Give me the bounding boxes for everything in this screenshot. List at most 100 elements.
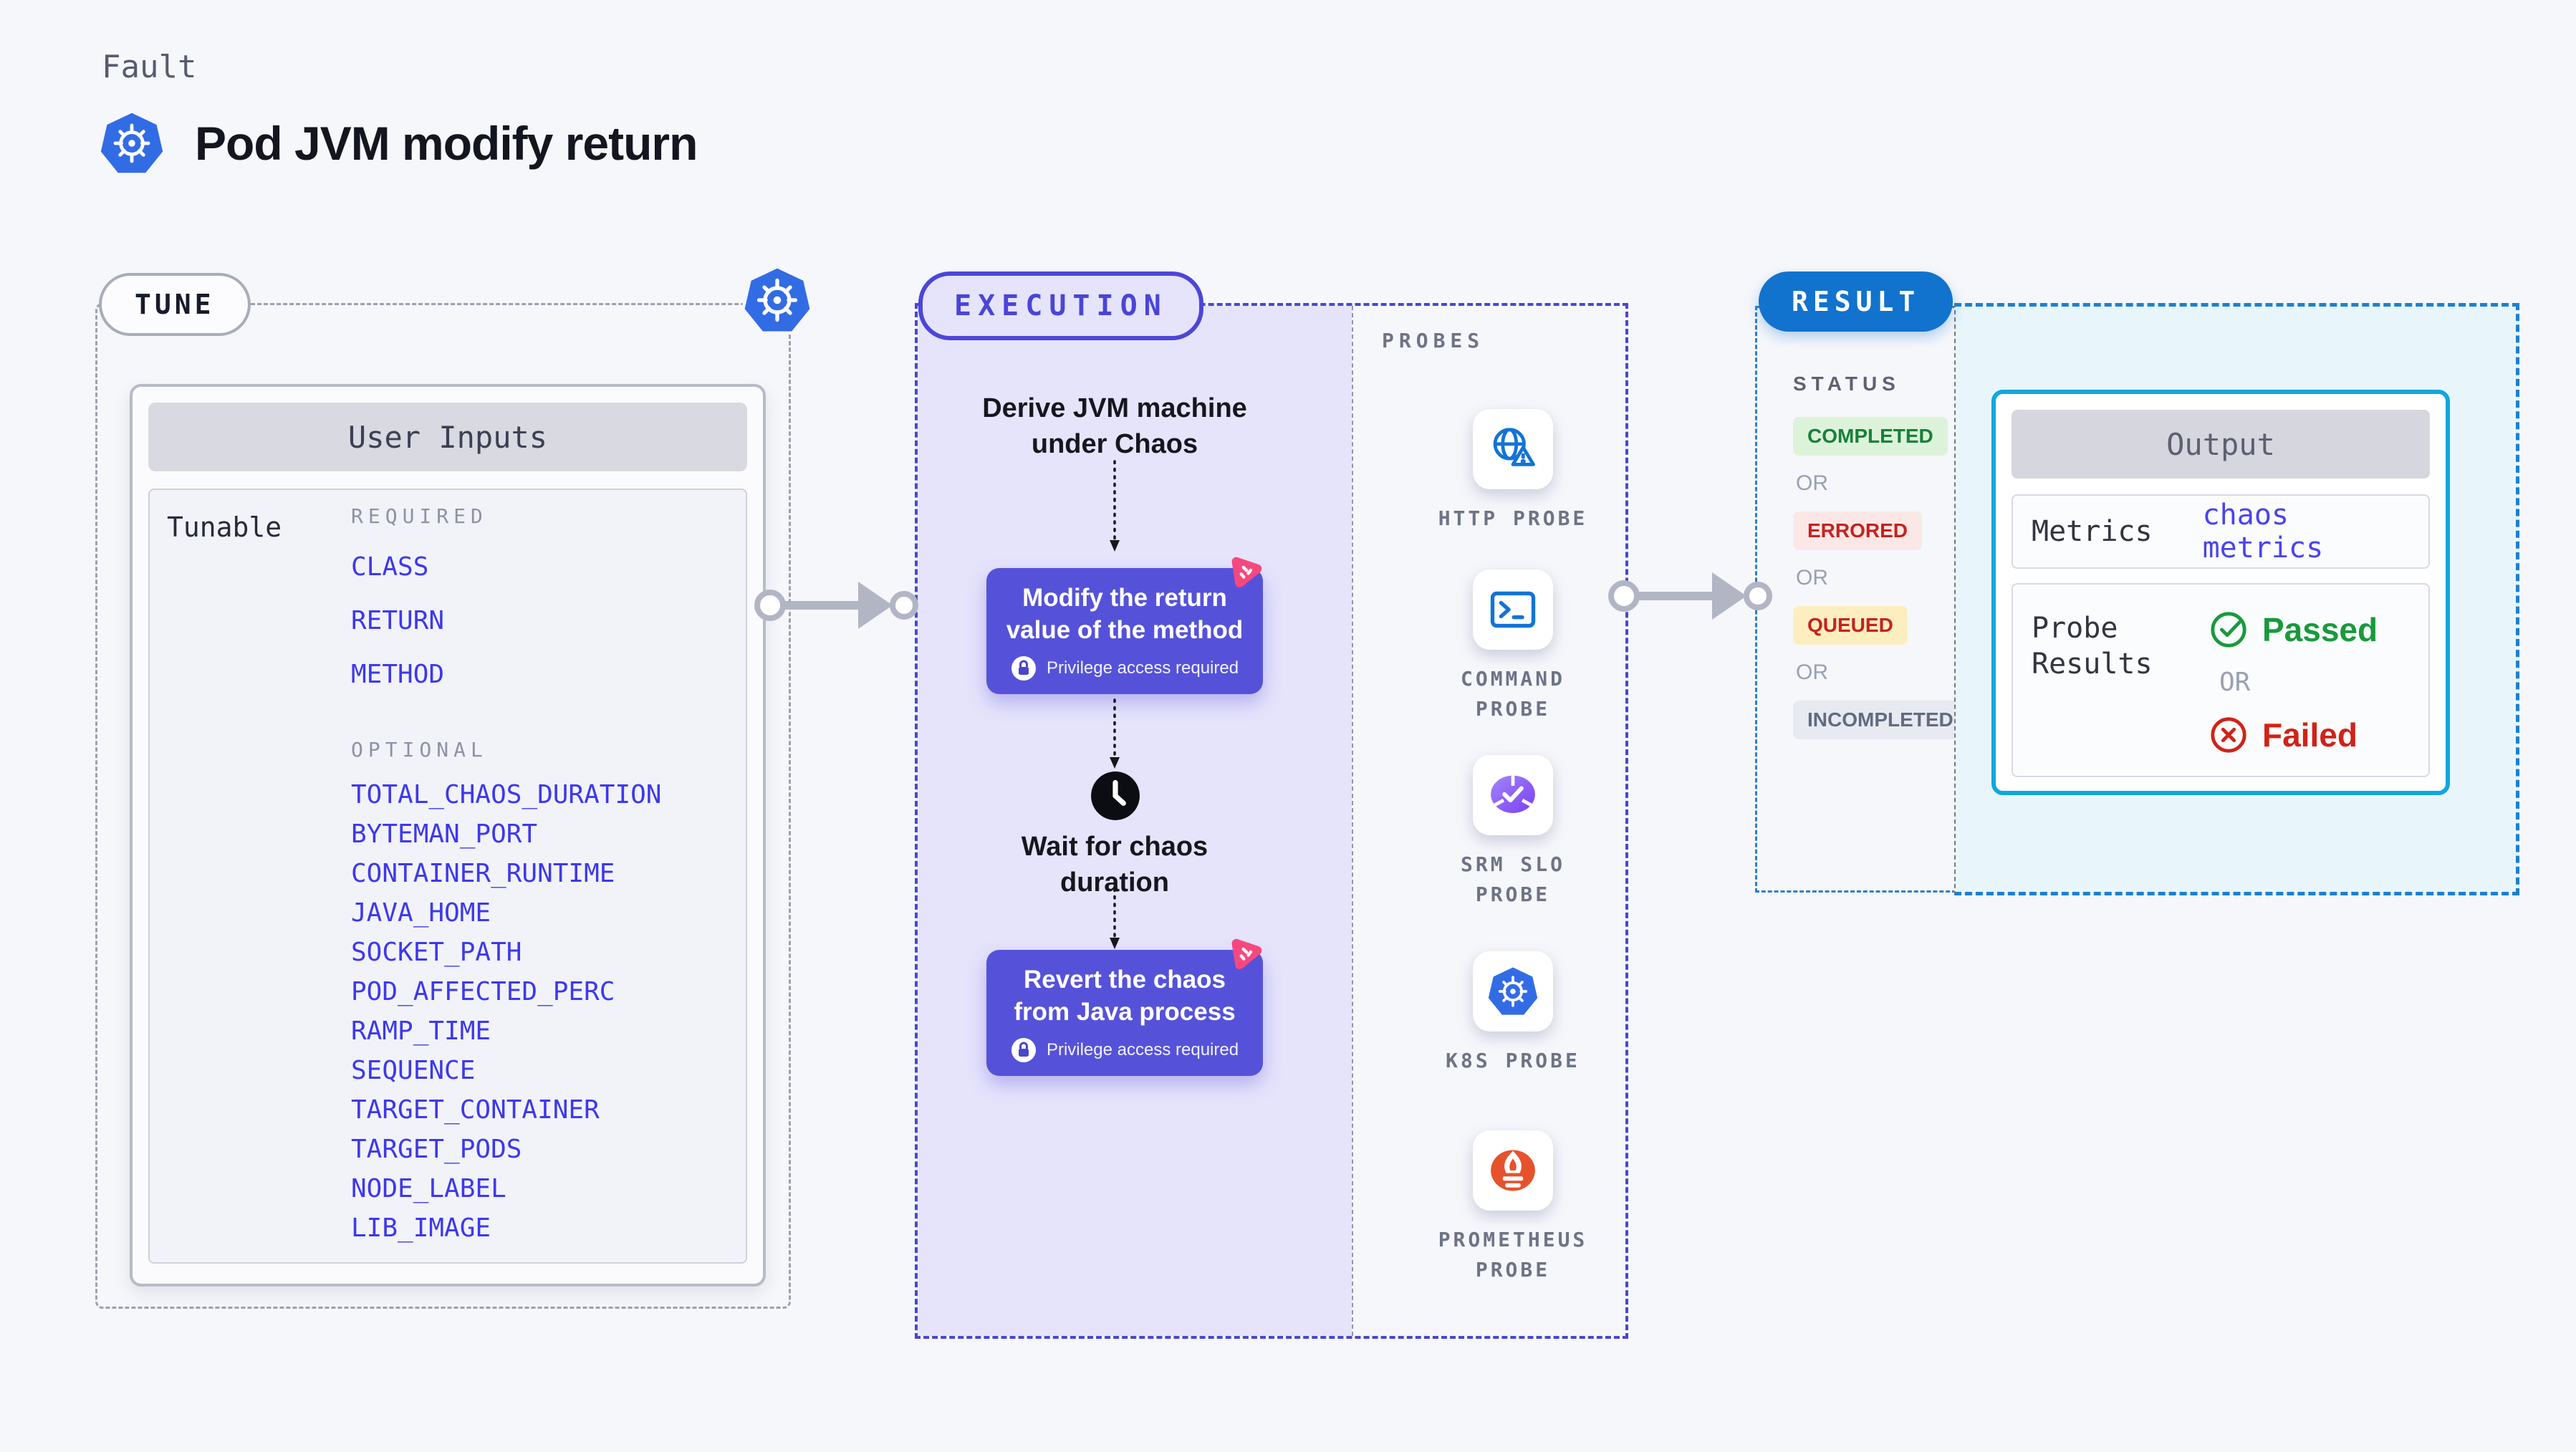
user-inputs-header: User Inputs (148, 403, 747, 471)
execution-section: Derive JVM machine under Chaos Modify th… (915, 303, 1628, 1339)
failed-verdict: Failed (2209, 716, 2378, 754)
probes-label: PROBES (1382, 329, 1485, 352)
passed-text: Passed (2262, 611, 2378, 648)
privilege-note: Privilege access required (994, 1037, 1256, 1063)
param-link[interactable]: TARGET_PODS (351, 1135, 522, 1164)
user-inputs-list: Tunable REQUIRED CLASS RETURN METHOD OPT… (148, 489, 747, 1264)
status-badge: ERRORED (1793, 511, 1923, 550)
clock-icon (1091, 771, 1140, 820)
prometheus-icon (1491, 1150, 1535, 1191)
probe-results-row: Probe Results Passed OR (2012, 583, 2430, 777)
k8s-probe-card (1473, 951, 1553, 1032)
probe-item: COMMAND PROBE (1398, 569, 1628, 724)
or-label: OR (1796, 566, 1828, 590)
output-card: Output Metrics chaos metrics Probe Resul… (1991, 390, 2450, 795)
fault-eyebrow: Fault (102, 49, 197, 85)
down-arrow-icon (1110, 460, 1120, 552)
metrics-row: Metrics chaos metrics (2012, 494, 2430, 569)
result-output-section: Output Metrics chaos metrics Probe Resul… (1954, 303, 2519, 895)
down-arrow-icon (1110, 698, 1120, 769)
failed-text: Failed (2262, 716, 2358, 754)
flow-arrow-icon (1608, 572, 1772, 620)
kubernetes-icon (741, 265, 813, 335)
lock-icon (1011, 655, 1036, 681)
probe-item: PROMETHEUS PROBE (1398, 1130, 1628, 1285)
param-link[interactable]: RETURN (351, 606, 445, 635)
param-link[interactable]: JAVA_HOME (351, 898, 491, 928)
probe-results-label: Probe Results (2032, 612, 2153, 681)
status-chips: COMPLETED OR ERRORED OR QUEUED OR INCOMP… (1793, 417, 1968, 739)
or-label: OR (1796, 471, 1828, 495)
http-probe-card (1473, 409, 1553, 489)
execution-badge: EXECUTION (918, 271, 1203, 340)
check-circle-icon (2211, 612, 2246, 648)
privilege-note: Privilege access required (994, 655, 1256, 681)
tunable-label: Tunable (167, 511, 282, 543)
down-arrow-icon (1110, 888, 1120, 949)
metrics-label: Metrics (2032, 515, 2153, 548)
param-column: REQUIRED CLASS RETURN METHOD OPTIONAL TO… (351, 504, 661, 1253)
param-link[interactable]: NODE_LABEL (351, 1174, 506, 1203)
x-circle-icon (2211, 717, 2246, 753)
probes-panel (1352, 306, 1625, 1336)
metrics-value: chaos metrics (2202, 499, 2324, 564)
chaos-icon (1231, 557, 1262, 588)
action-step: Modify the return value of the method Pr… (986, 568, 1263, 694)
privilege-note-text: Privilege access required (1046, 658, 1239, 678)
param-link[interactable]: TARGET_CONTAINER (351, 1095, 600, 1125)
passed-verdict: Passed (2209, 610, 2378, 649)
title-row: Pod JVM modify return (97, 109, 698, 178)
chaos-icon (1231, 938, 1262, 970)
param-link[interactable]: SEQUENCE (351, 1056, 476, 1085)
action-text: Revert the chaos from Java process (1014, 966, 1236, 1026)
result-badge: RESULT (1759, 271, 1953, 332)
param-link[interactable]: CLASS (351, 552, 429, 582)
param-link[interactable]: SOCKET_PATH (351, 938, 522, 967)
or-label: OR (1796, 660, 1828, 684)
srm-slo-probe-card (1473, 755, 1553, 835)
result-status-section: STATUS COMPLETED OR ERRORED OR QUEUED OR… (1755, 306, 1968, 893)
required-label: REQUIRED (351, 504, 488, 528)
verdicts: Passed OR Failed (2209, 610, 2378, 754)
page-title: Pod JVM modify return (195, 117, 698, 170)
param-link[interactable]: TOTAL_CHAOS_DURATION (351, 780, 662, 809)
probe-item: SRM SLO PROBE (1398, 755, 1628, 910)
prometheus-probe-card (1473, 1130, 1553, 1211)
step-title: Derive JVM machine under Chaos (982, 393, 1247, 460)
slo-donut-icon (1491, 775, 1535, 813)
action-step: Revert the chaos from Java process Privi… (986, 950, 1263, 1076)
tune-badge: TUNE (99, 273, 251, 336)
probe-label: COMMAND PROBE (1460, 667, 1565, 721)
output-header: Output (2012, 410, 2430, 479)
globe-alert-icon (1493, 428, 1535, 466)
param-link[interactable]: POD_AFFECTED_PERC (351, 977, 615, 1006)
kubernetes-icon (100, 112, 163, 173)
privilege-note-text: Privilege access required (1046, 1039, 1239, 1059)
status-badge: QUEUED (1793, 606, 1908, 645)
param-link[interactable]: BYTEMAN_PORT (351, 819, 538, 849)
terminal-icon (1490, 591, 1536, 628)
param-link[interactable]: RAMP_TIME (351, 1016, 491, 1046)
probe-label: K8S PROBE (1446, 1049, 1580, 1072)
param-link[interactable]: CONTAINER_RUNTIME (351, 859, 615, 888)
kubernetes-icon (1488, 967, 1538, 1015)
flow-arrow-icon (754, 582, 918, 629)
lock-icon (1011, 1037, 1036, 1062)
probe-item: HTTP PROBE (1398, 409, 1628, 534)
execution-panel (918, 306, 1352, 1336)
param-link[interactable]: METHOD (351, 660, 445, 689)
status-badge: COMPLETED (1793, 417, 1948, 456)
status-badge: INCOMPLETED (1793, 701, 1968, 739)
probe-label: HTTP PROBE (1438, 506, 1588, 530)
probe-label: PROMETHEUS PROBE (1438, 1228, 1588, 1282)
tune-section: User Inputs Tunable REQUIRED CLASS RETUR… (95, 303, 791, 1309)
user-inputs-card: User Inputs Tunable REQUIRED CLASS RETUR… (130, 384, 766, 1287)
step-title: Wait for chaos duration (1021, 832, 1208, 898)
param-link[interactable]: LIB_IMAGE (351, 1213, 491, 1243)
action-text: Modify the return value of the method (1006, 584, 1244, 644)
probe-item: K8S PROBE (1398, 951, 1628, 1076)
optional-label: OPTIONAL (351, 738, 488, 761)
probe-label: SRM SLO PROBE (1460, 852, 1565, 906)
or-label: OR (2219, 668, 2251, 697)
